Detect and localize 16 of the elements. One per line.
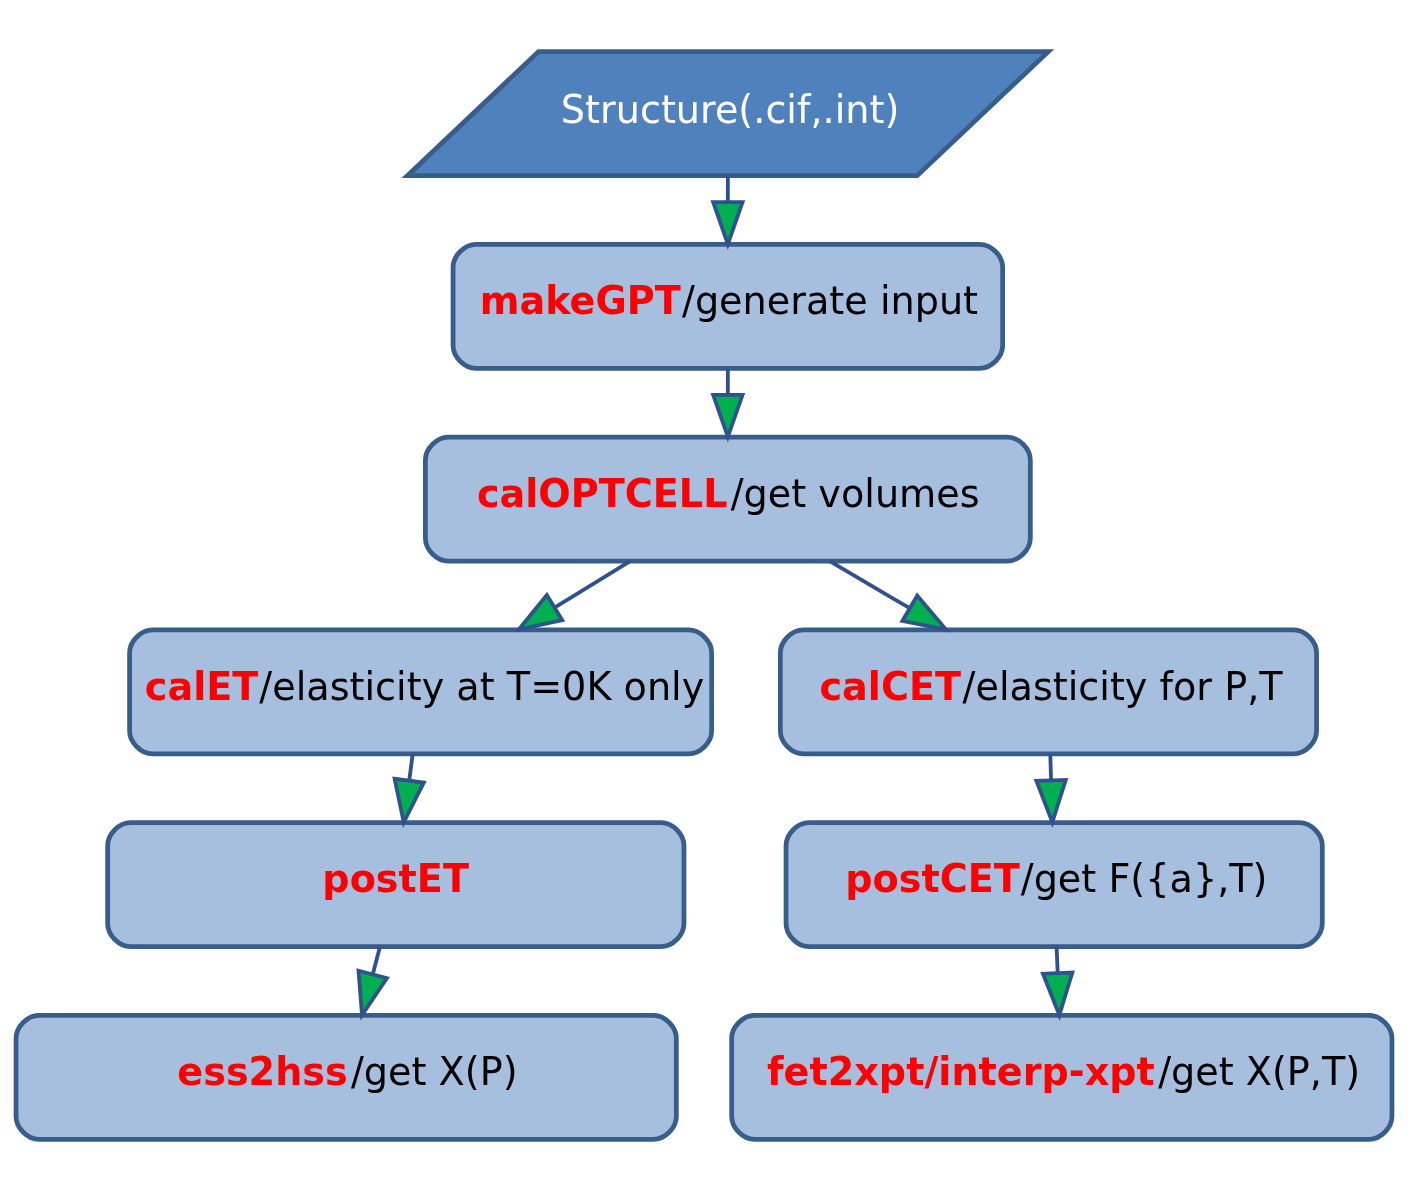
arrow — [513, 559, 631, 633]
arrow — [356, 945, 390, 1021]
arrow — [392, 753, 427, 828]
arrow — [710, 368, 746, 443]
arrow — [1040, 946, 1075, 1021]
node-box: calCET/elasticity for P,T — [777, 626, 1319, 756]
node-box: calET/elasticity at T=0K only — [127, 626, 714, 756]
node-box: postCET/get F({a},T) — [783, 819, 1325, 949]
node-box: postET — [105, 819, 687, 949]
node-box: makeGPT/generate input — [450, 241, 1006, 371]
node-box: calOPTCELL/get volumes — [423, 434, 1033, 564]
node-box: ess2hss/get X(P) — [13, 1012, 679, 1142]
arrow — [829, 559, 951, 632]
node-box: fet2xpt/interp-xpt/get X(P,T) — [729, 1012, 1395, 1142]
arrow — [1033, 753, 1069, 828]
arrow — [710, 175, 746, 250]
